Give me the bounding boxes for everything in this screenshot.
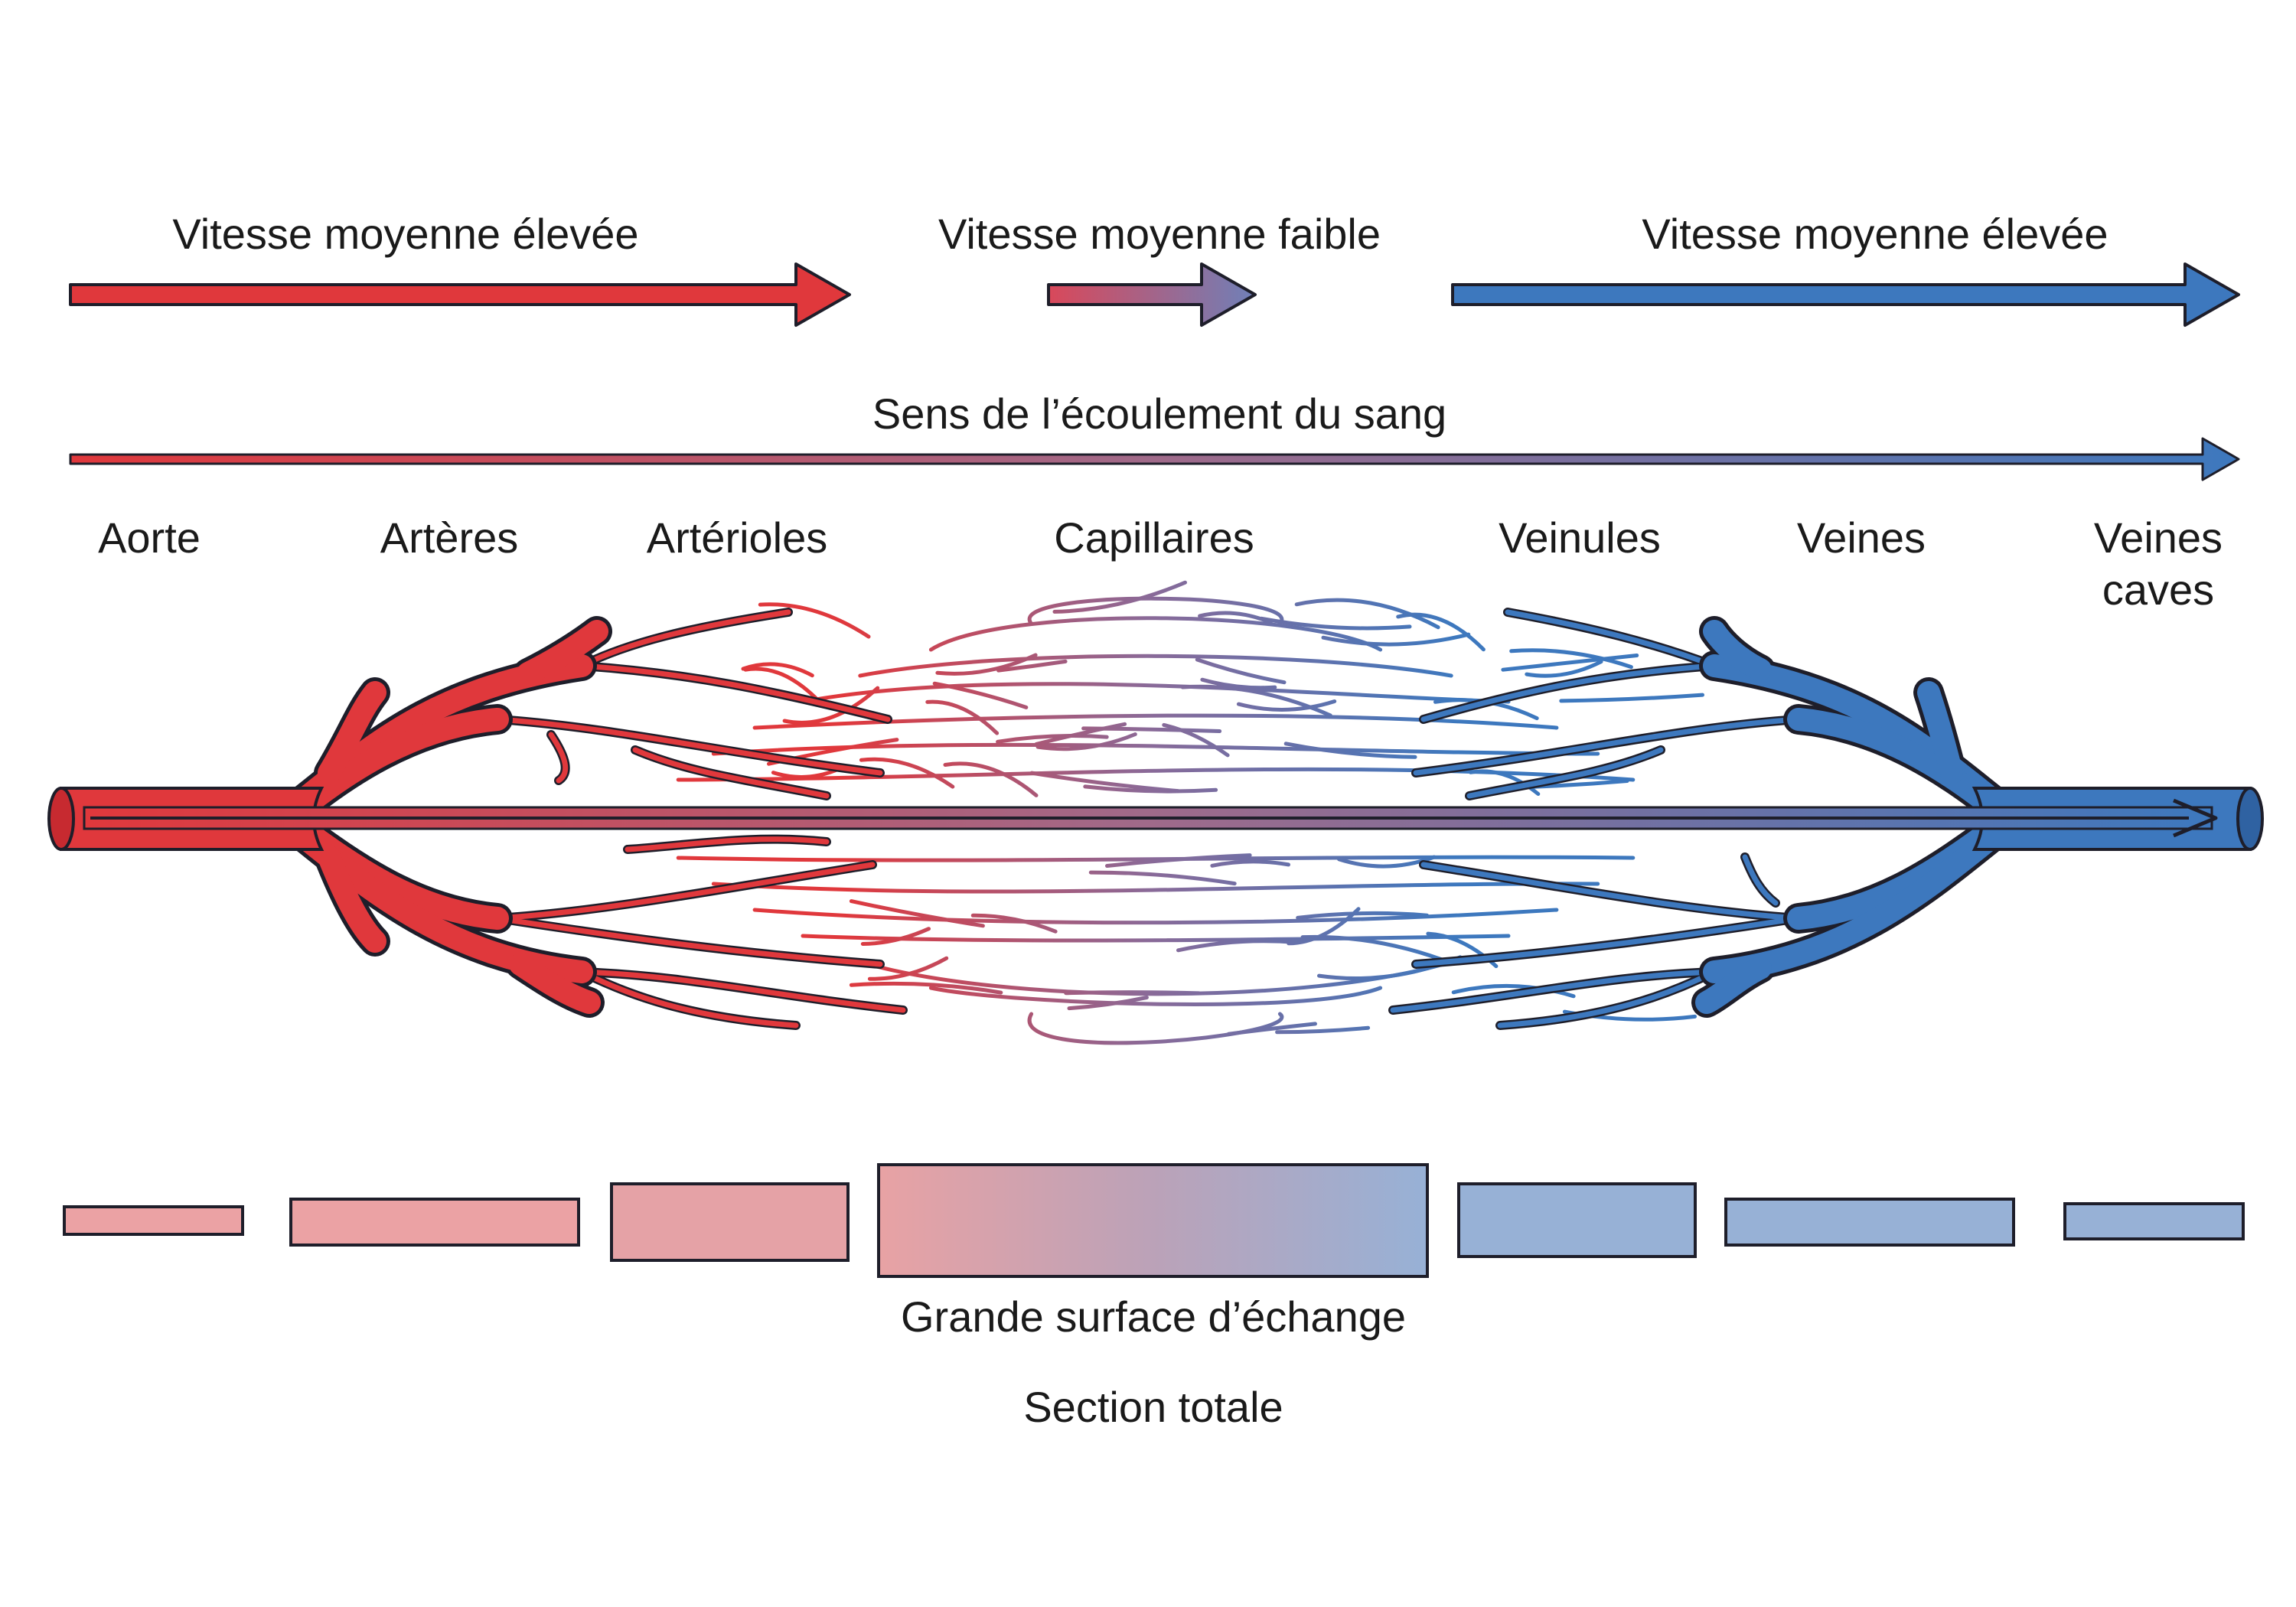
capillary-vessel [858, 654, 1453, 678]
label-arterioles: Artérioles [647, 513, 828, 562]
label-capillaries: Capillaires [1054, 513, 1254, 562]
capillary-connector [1067, 996, 1149, 1011]
capillary-connector [782, 686, 880, 725]
capillary-vessel [801, 682, 1511, 704]
capillary-connector [741, 662, 814, 678]
central-flow-channel [83, 798, 2218, 838]
capillary-connector [1088, 870, 1237, 886]
capillary-connector [1321, 632, 1471, 647]
section-bar-aorta [63, 1205, 244, 1236]
label-venae-cavae-line2: caves [2102, 566, 2214, 614]
capillary-connector [867, 956, 949, 981]
aorta-opening [47, 787, 75, 851]
capillary-vessel [752, 908, 1559, 925]
speed-label-left: Vitesse moyenne élevée [172, 210, 638, 258]
slow-capillary-arrow [1047, 262, 1257, 327]
capillary-connector [1200, 677, 1277, 690]
capillary-connector [1083, 784, 1218, 794]
capillary-connector [1052, 580, 1187, 614]
section-bar-capillaries [877, 1163, 1429, 1278]
capillary-vessel [676, 855, 1636, 862]
fast-arterial-arrow [69, 262, 851, 327]
capillary-vessel [1027, 1012, 1284, 1045]
capillary-connector [1559, 693, 1704, 703]
capillary-vessel [752, 713, 1559, 730]
section-bar-venules [1457, 1182, 1697, 1258]
label-aorta: Aorte [98, 513, 201, 562]
capillary-connector [849, 899, 985, 928]
label-veins: Veines [1797, 513, 1926, 562]
capillary-connector [1509, 648, 1633, 670]
capillary-connector [1105, 853, 1252, 868]
capillary-connector [1294, 598, 1440, 630]
capillary-connector [1162, 722, 1230, 758]
label-venae-cavae-line1: Veines [2094, 513, 2223, 562]
speed-label-right: Vitesse moyenne élevée [1642, 210, 2108, 258]
capillary-connector [1176, 939, 1298, 953]
capillary-connector [935, 653, 1038, 676]
capillary-connector [1296, 911, 1429, 920]
flow-direction-label: Sens de l’écoulement du sang [872, 390, 1446, 438]
capillary-connector [943, 761, 1039, 797]
cross-section-bars [63, 1163, 2245, 1278]
capillary-vessel [711, 882, 1600, 894]
capillary-connector [925, 699, 1000, 735]
speed-label-middle: Vitesse moyenne faible [938, 210, 1381, 258]
capillary-connector [1283, 742, 1417, 759]
arteriole-branches [493, 608, 908, 1030]
label-arteries: Artères [380, 513, 519, 562]
central-flow-arrowhead [2173, 798, 2218, 838]
capillary-connector [849, 981, 1003, 995]
capillary-connector [970, 913, 1058, 934]
veins [1691, 616, 2020, 1018]
section-bar-veins [1724, 1198, 2015, 1247]
flow-direction-arrow [69, 437, 2240, 481]
capillary-connector [1451, 983, 1576, 999]
vascular-network [47, 580, 2264, 1045]
vena-cava-opening [2236, 787, 2264, 851]
capillary-connector [1081, 726, 1222, 733]
capillary-connector [996, 659, 1068, 673]
capillary-connector [1034, 722, 1127, 746]
capillary-vessel [928, 616, 1383, 652]
venule-branches [1388, 608, 1803, 1030]
capillary-connector [932, 681, 1029, 709]
capillary-connector [1259, 616, 1412, 631]
capillary-vessel [928, 986, 1383, 1006]
capillary-connector [1525, 660, 1603, 678]
capillary-connector [996, 733, 1109, 744]
capillary-bed [676, 580, 1704, 1045]
capillary-connector [1210, 859, 1290, 868]
capillary-connector [1501, 654, 1639, 672]
capillary-connector [859, 757, 955, 789]
section-bar-arterioles [610, 1182, 850, 1262]
capillary-connector [1226, 1022, 1317, 1036]
capillary-connector [860, 927, 931, 946]
capillary-connector [758, 602, 871, 639]
section-bar-arteries [289, 1198, 580, 1247]
capillary-connector [1195, 657, 1287, 685]
capillary-connector [1469, 769, 1541, 796]
capillary-connector [771, 768, 839, 779]
exchange-surface-label: Grande surface d’échange [901, 1292, 1406, 1341]
fast-venous-arrow [1451, 262, 2240, 327]
capillary-connector [1236, 699, 1337, 712]
capillary-connector [1287, 907, 1361, 946]
section-bar-venae-cavae [2063, 1202, 2245, 1240]
capillary-vessel [1027, 596, 1284, 626]
capillary-connector [1275, 1025, 1371, 1035]
label-venules: Veinules [1499, 513, 1661, 562]
capillary-connector [1035, 732, 1137, 751]
capillary-connector [1180, 684, 1332, 718]
total-section-label: Section totale [1023, 1383, 1283, 1431]
capillary-connector [743, 667, 818, 700]
